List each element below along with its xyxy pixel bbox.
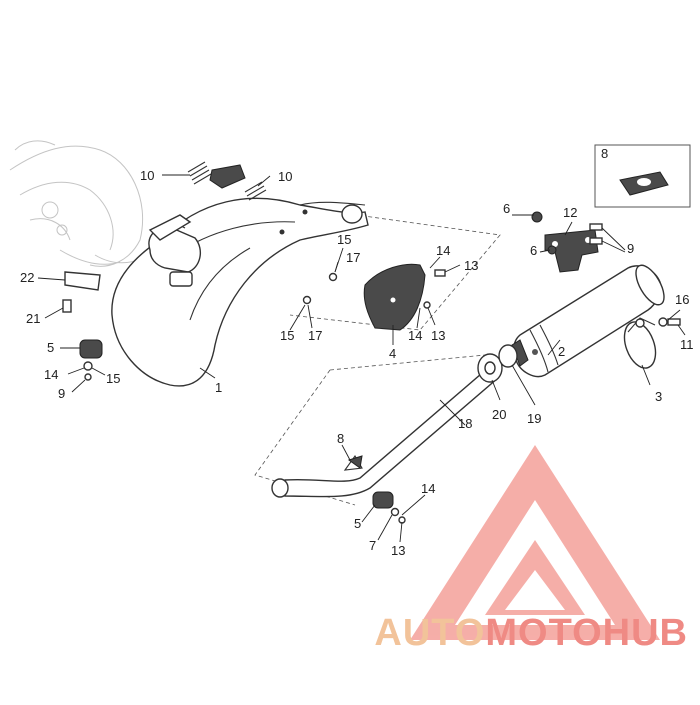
callout-5-lower: 5 [354, 516, 361, 531]
callout-5-left: 5 [47, 340, 54, 355]
watermark-word-moto: MOTO [485, 612, 603, 654]
callout-9-left: 9 [58, 386, 65, 401]
watermark-word-hub: HUB [602, 612, 688, 654]
callout-16: 16 [675, 292, 689, 307]
inset-box-part-8 [594, 144, 691, 208]
callout-13-upper: 13 [464, 258, 478, 273]
callout-15-left: 15 [106, 371, 120, 386]
callout-22: 22 [20, 270, 34, 285]
heat-shield-part [363, 263, 426, 331]
callout-8-inset: 8 [601, 146, 608, 161]
callout-17-lower: 17 [308, 328, 322, 343]
link-pipe-part [271, 367, 500, 498]
callout-14-shield: 14 [408, 328, 422, 343]
expansion-chamber-part [111, 197, 369, 387]
hardware-parts [62, 161, 681, 524]
callout-19: 19 [527, 411, 541, 426]
callout-13-lower: 13 [391, 543, 405, 558]
callout-2: 2 [558, 344, 565, 359]
callout-10-left: 10 [140, 168, 154, 183]
callout-9-right: 9 [627, 241, 634, 256]
callout-14-upper: 14 [436, 243, 450, 258]
clamp-part [623, 317, 657, 369]
watermark-word-auto: AUTO [374, 612, 486, 654]
callout-10-right: 10 [278, 169, 292, 184]
gasket-flange-part [477, 344, 518, 383]
callout-18: 18 [458, 416, 472, 431]
watermark-logo [410, 445, 660, 640]
callout-labels: 10 10 22 21 5 14 15 9 1 15 17 14 13 15 1… [20, 146, 694, 558]
silencer-part [511, 264, 665, 378]
callout-21: 21 [26, 311, 40, 326]
callout-6-lower: 6 [530, 243, 537, 258]
callout-7: 7 [369, 538, 376, 553]
callout-15-upper: 15 [337, 232, 351, 247]
callout-1: 1 [215, 380, 222, 395]
watermark-text: AUTOMOTOHUB [0, 612, 700, 655]
callout-3: 3 [655, 389, 662, 404]
callout-20: 20 [492, 407, 506, 422]
callout-13-shield: 13 [431, 328, 445, 343]
callout-6-upper: 6 [503, 201, 510, 216]
callout-14-lower: 14 [421, 481, 435, 496]
leader-lines [37, 174, 686, 543]
callout-15-lower: 15 [280, 328, 294, 343]
callout-4: 4 [389, 346, 396, 361]
assembly-dashed-lines [254, 204, 501, 506]
callout-14-left: 14 [44, 367, 58, 382]
callout-12: 12 [563, 205, 577, 220]
frame-ghost-outline [9, 140, 166, 267]
callout-17-upper: 17 [346, 250, 360, 265]
callout-11: 11 [680, 337, 694, 352]
callout-8-lower: 8 [337, 431, 344, 446]
